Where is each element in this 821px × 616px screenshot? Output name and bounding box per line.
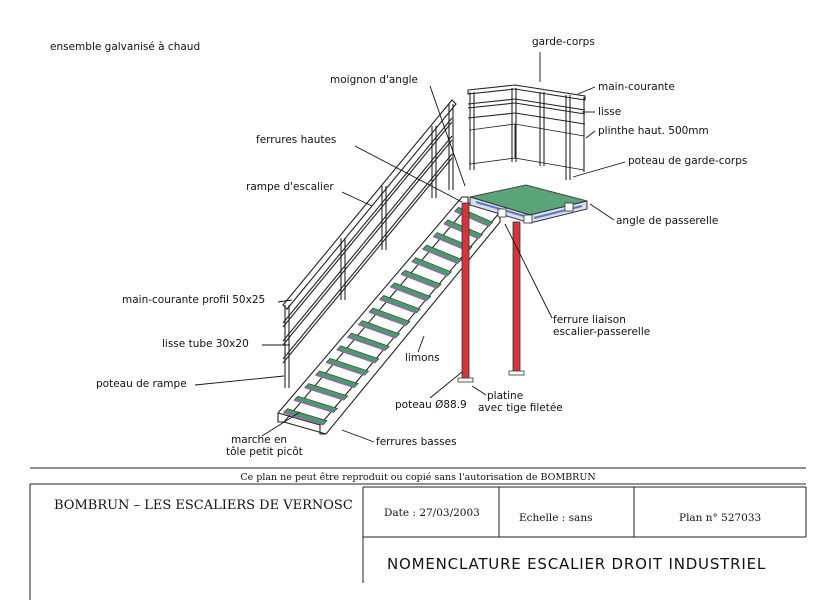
landing-posts: [457, 202, 525, 383]
stair-tread: [293, 395, 339, 413]
stair-tread-nosing: [411, 260, 448, 277]
stair-tread: [357, 320, 401, 339]
staircase: [277, 84, 588, 435]
label-ferrures-hautes: ferrures hautes: [256, 134, 336, 146]
label-lisse: lisse: [598, 106, 621, 118]
landing-platform: [469, 184, 588, 224]
stair-tread: [314, 370, 359, 388]
stair-tread: [411, 257, 452, 277]
label-rampe: rampe d'escalier: [246, 181, 334, 193]
label-poteau-rampe: poteau de rampe: [96, 378, 187, 390]
stair-tread: [421, 244, 463, 264]
stair-tread-nosing: [454, 210, 490, 227]
stair-tread: [400, 269, 442, 289]
stair-tread-nosing: [368, 311, 407, 327]
label-moignon: moignon d'angle: [330, 74, 418, 86]
label-main-courante: main-courante: [598, 81, 675, 93]
guardrail: [467, 84, 586, 180]
stair-tread: [304, 383, 349, 401]
label-ferrure-liaison-2: escalier-passerelle: [553, 326, 650, 338]
stair-tread-nosing: [347, 336, 386, 351]
label-marche-2: tôle petit picôt: [226, 446, 303, 458]
date-field: Date : 27/03/2003: [384, 507, 480, 519]
stair-tread-nosing: [336, 349, 376, 364]
company-name: BOMBRUN – LES ESCALIERS DE VERNOSC: [54, 498, 353, 513]
stair-tread: [336, 345, 380, 364]
title-block: Ce plan ne peut être reproduit ou copié …: [29, 467, 807, 600]
label-plinthe: plinthe haut. 500mm: [598, 125, 709, 137]
stair-tread: [368, 307, 411, 326]
stair-tread-nosing: [293, 399, 334, 414]
stair-tread-nosing: [315, 374, 355, 389]
label-ferrures-basses: ferrures basses: [376, 436, 457, 448]
stair-tread-nosing: [390, 286, 427, 302]
stair-tread: [379, 295, 421, 314]
drawing-title: NOMENCLATURE ESCALIER DROIT INDUSTRIEL: [387, 555, 766, 573]
stair-tread-nosing: [304, 386, 345, 401]
stair-tread-nosing: [443, 223, 479, 240]
label-poteau-d: poteau Ø88.9: [395, 399, 467, 411]
stair-steps: [282, 206, 494, 426]
plan-number: Plan n° 527033: [679, 512, 761, 524]
label-platine-2: avec tige filetée: [478, 402, 563, 414]
stair-tread-nosing: [283, 412, 324, 426]
header-note: ensemble galvanisé à chaud: [50, 41, 200, 53]
stair-tread: [389, 282, 432, 302]
copyright-note: Ce plan ne peut être reproduit ou copié …: [240, 472, 595, 483]
stair-tread-nosing: [325, 361, 365, 376]
stair-tread-nosing: [400, 273, 438, 289]
label-ferrure-liaison-1: ferrure liaison: [553, 314, 626, 326]
label-poteau-garde-corps: poteau de garde-corps: [628, 155, 747, 167]
stair-tread: [325, 358, 370, 376]
label-angle-passerelle: angle de passerelle: [616, 215, 718, 227]
label-limons: limons: [405, 352, 440, 364]
label-marche-1: marche en: [231, 434, 287, 446]
stair-tread-nosing: [422, 248, 459, 265]
annotations: garde-corps moignon d'angle main-courant…: [96, 36, 747, 458]
label-main-courante-profil: main-courante profil 50x25: [122, 294, 265, 306]
stair-tread-nosing: [358, 323, 396, 339]
label-lisse-tube: lisse tube 30x20: [162, 338, 249, 350]
label-platine-1: platine: [487, 390, 523, 402]
label-garde-corps: garde-corps: [532, 36, 595, 48]
scale-field: Echelle : sans: [519, 512, 592, 524]
stair-tread-nosing: [379, 298, 417, 314]
stair-tread: [347, 332, 390, 351]
